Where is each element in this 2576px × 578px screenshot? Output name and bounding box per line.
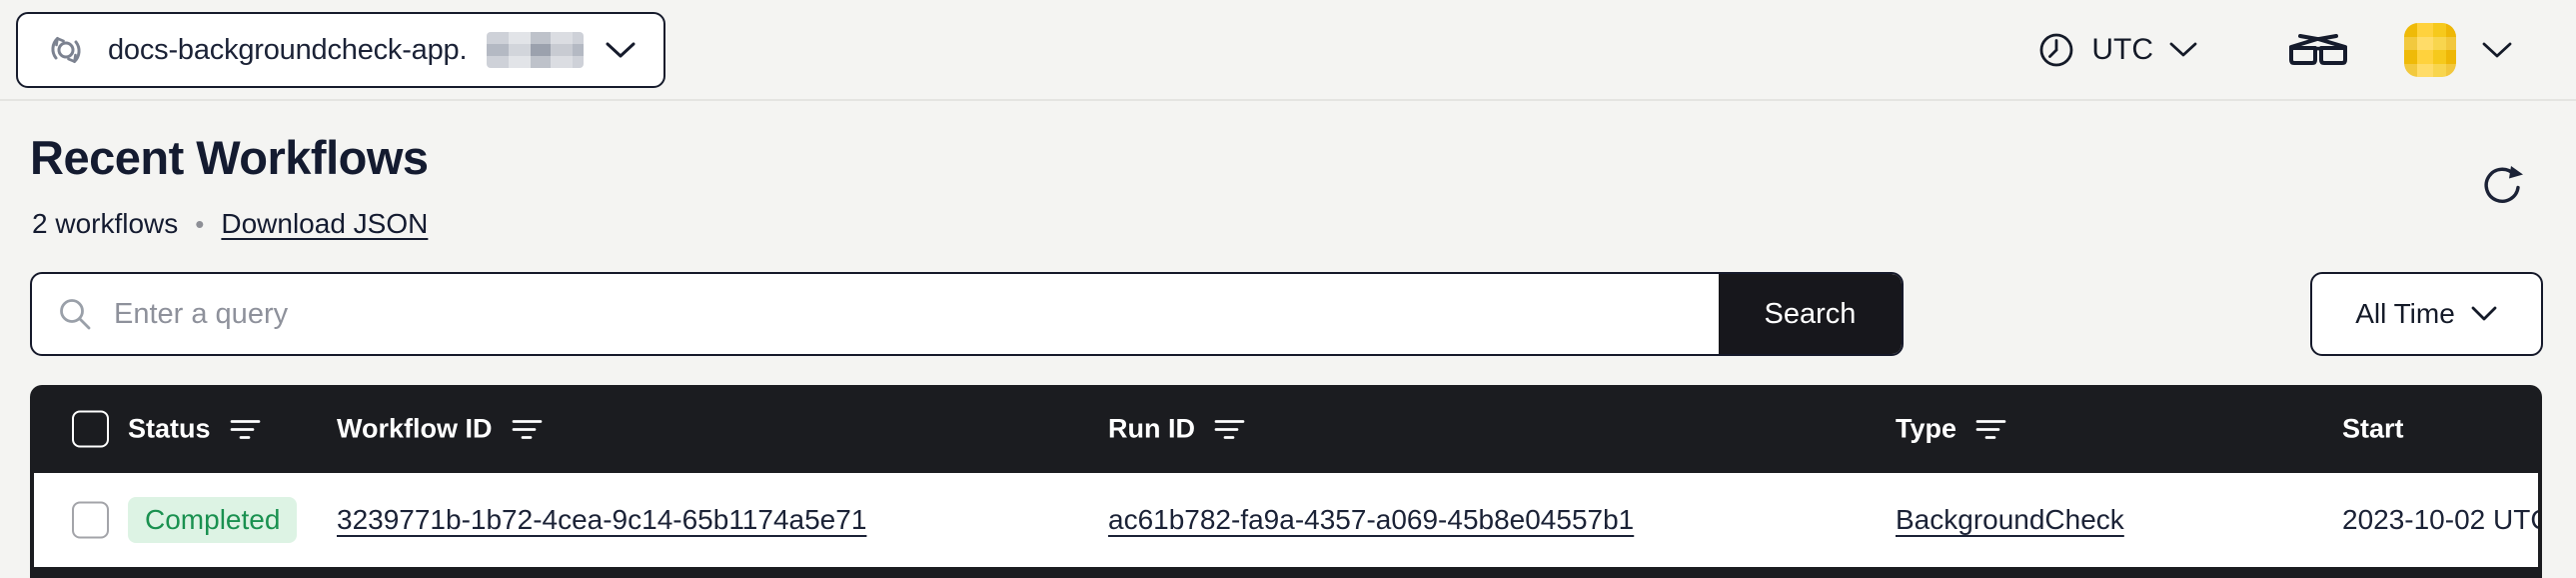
- refresh-icon[interactable]: [2478, 163, 2524, 209]
- chevron-down-icon: [2470, 305, 2498, 323]
- page-title: Recent Workflows: [30, 131, 429, 184]
- query-input[interactable]: [94, 274, 1719, 354]
- start-time-value: 2023-10-02 UTC: [2342, 504, 2538, 535]
- chevron-down-icon: [604, 40, 638, 60]
- dot-separator: •: [195, 208, 205, 239]
- column-header-run-id[interactable]: Run ID: [1108, 414, 1245, 445]
- search-button[interactable]: Search: [1719, 274, 1902, 354]
- filter-lines-icon[interactable]: [1214, 417, 1245, 441]
- topbar-right-cluster: UTC: [2036, 0, 2514, 100]
- time-filter-label: All Time: [2355, 298, 2455, 329]
- column-header-status[interactable]: Status: [128, 414, 261, 445]
- column-header-type[interactable]: Type: [1896, 414, 2006, 445]
- glasses-icon[interactable]: [2286, 28, 2350, 72]
- top-bar: docs-backgroundcheck-app. UTC: [0, 0, 2576, 101]
- table-header-row: Status Workflow ID Run ID Type Start: [34, 385, 2538, 473]
- chevron-down-icon: [2168, 41, 2198, 59]
- workflow-count-row: 2 workflows • Download JSON: [32, 203, 428, 245]
- status-badge: Completed: [128, 497, 298, 543]
- filter-lines-icon[interactable]: [230, 417, 261, 441]
- namespace-selector[interactable]: docs-backgroundcheck-app.: [16, 12, 665, 88]
- table-row[interactable]: Completed 3239771b-1b72-4cea-9c14-65b117…: [34, 473, 2538, 567]
- query-search-group: Search: [30, 272, 1904, 356]
- download-json-link[interactable]: Download JSON: [221, 208, 429, 239]
- clock-icon: [2036, 30, 2076, 70]
- time-filter-dropdown[interactable]: All Time: [2310, 272, 2543, 356]
- timezone-selector[interactable]: UTC: [2036, 30, 2198, 70]
- search-icon: [32, 274, 94, 354]
- column-header-workflow-id[interactable]: Workflow ID: [337, 414, 543, 445]
- namespace-redacted-text: [487, 32, 584, 68]
- filter-lines-icon[interactable]: [512, 417, 543, 441]
- workflows-table: Status Workflow ID Run ID Type Start: [30, 385, 2542, 578]
- workflow-type-link[interactable]: BackgroundCheck: [1896, 504, 2124, 535]
- filter-lines-icon[interactable]: [1975, 417, 2006, 441]
- user-avatar[interactable]: [2404, 23, 2456, 77]
- select-all-checkbox[interactable]: [72, 410, 109, 448]
- workflow-id-link[interactable]: 3239771b-1b72-4cea-9c14-65b1174a5e71: [337, 504, 867, 535]
- column-header-start[interactable]: Start: [2342, 413, 2404, 444]
- workflow-count: 2 workflows: [32, 208, 179, 239]
- chevron-down-icon[interactable]: [2480, 40, 2514, 60]
- namespace-label: docs-backgroundcheck-app.: [108, 33, 468, 66]
- row-checkbox[interactable]: [72, 501, 109, 539]
- timezone-label: UTC: [2091, 33, 2153, 66]
- namespace-cycle-icon: [44, 28, 88, 72]
- run-id-link[interactable]: ac61b782-fa9a-4357-a069-45b8e04557b1: [1108, 504, 1635, 535]
